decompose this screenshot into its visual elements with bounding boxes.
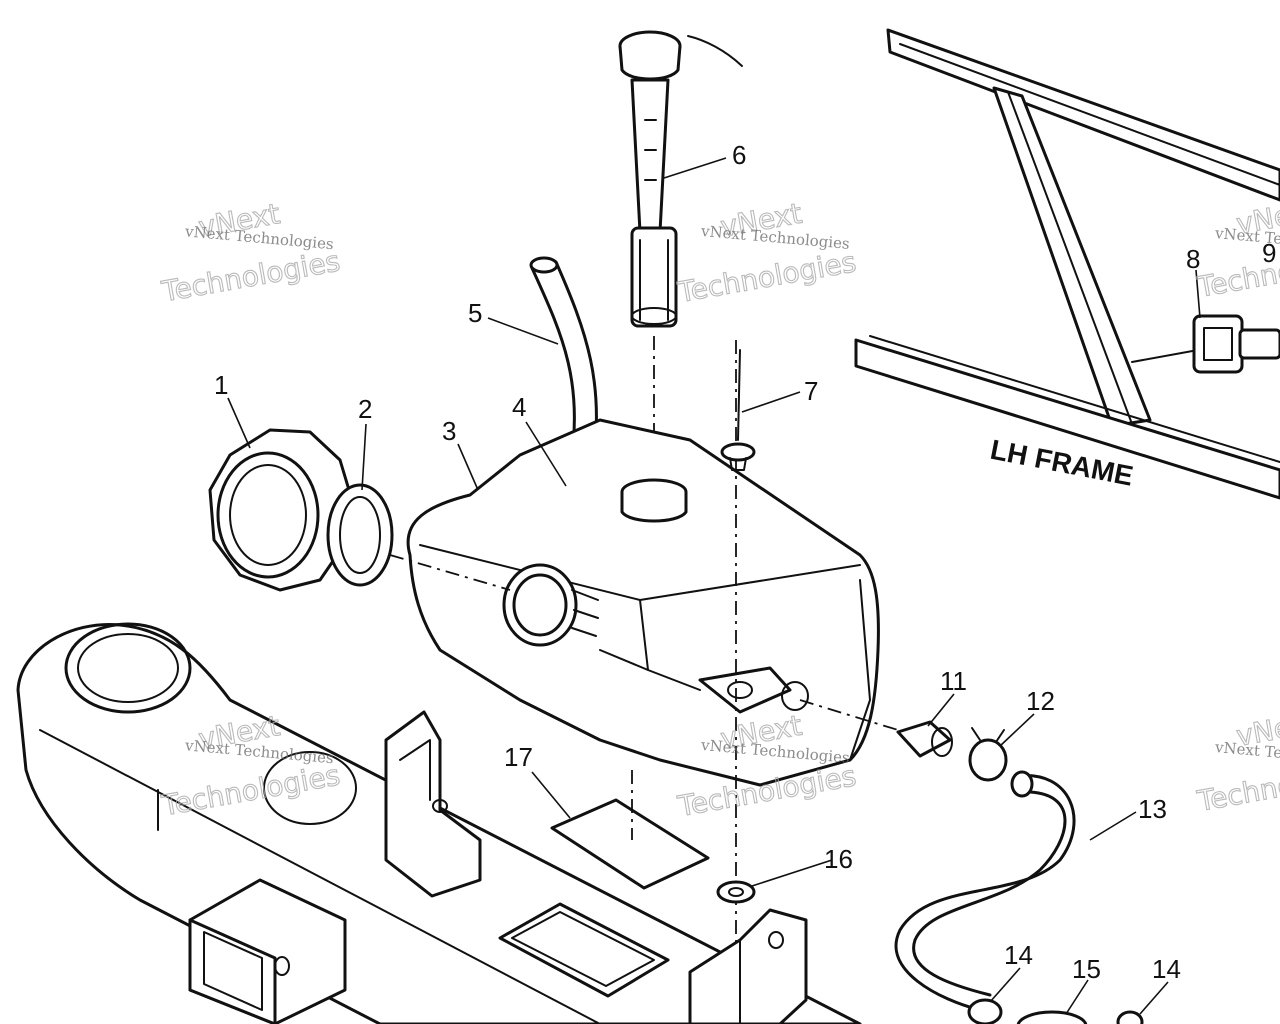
callout-12: 12 bbox=[1026, 686, 1055, 716]
callout-11: 11 bbox=[940, 666, 967, 696]
watermark-1: vNext Technologies vNext Technologies bbox=[158, 197, 343, 309]
watermark-6-line2: Technologies bbox=[1194, 754, 1280, 818]
frame-clamp bbox=[1192, 314, 1280, 374]
oil-tank bbox=[406, 418, 880, 787]
watermark-6-small: vNext Technologies bbox=[1213, 738, 1280, 769]
oil-cap bbox=[208, 428, 354, 592]
tank-pad bbox=[550, 798, 710, 890]
mount-bracket-right bbox=[688, 908, 808, 1024]
washer bbox=[716, 880, 756, 904]
callout-9: 9 bbox=[1262, 238, 1276, 268]
callout-5: 5 bbox=[468, 298, 482, 328]
cap-gasket bbox=[326, 483, 394, 587]
dipstick bbox=[618, 30, 743, 328]
callouts: 1 2 3 4 5 6 7 8 9 11 12 13 14 15 14 16 1… bbox=[214, 140, 1276, 984]
callout-7: 7 bbox=[804, 376, 818, 406]
callout-16: 16 bbox=[824, 844, 853, 874]
receiver-tube bbox=[188, 878, 347, 1024]
callout-3: 3 bbox=[442, 416, 456, 446]
callout-14a: 14 bbox=[1004, 940, 1033, 970]
callout-4: 4 bbox=[512, 392, 526, 422]
mount-bracket-left bbox=[384, 710, 482, 898]
callout-13: 13 bbox=[1138, 794, 1167, 824]
watermark-1-line2: Technologies bbox=[159, 245, 343, 309]
callout-17: 17 bbox=[504, 742, 533, 772]
hose-clamp-12 bbox=[968, 727, 1008, 782]
callout-14b: 14 bbox=[1152, 954, 1181, 984]
hose-clamp-14a bbox=[967, 998, 1003, 1024]
callout-2: 2 bbox=[358, 394, 372, 424]
callout-15: 15 bbox=[1072, 954, 1101, 984]
watermark-6: vNext Technologies vNext Technologies bbox=[1194, 705, 1280, 818]
callout-8: 8 bbox=[1186, 244, 1200, 274]
watermark-2: vNext Technologies vNext Technologies bbox=[674, 196, 859, 309]
drain-rod bbox=[720, 349, 756, 471]
callout-6: 6 bbox=[732, 140, 746, 170]
hose-fitting bbox=[896, 720, 953, 758]
oil-hose bbox=[894, 770, 1076, 1012]
callout-1: 1 bbox=[214, 370, 228, 400]
inline-filter bbox=[1016, 1010, 1088, 1024]
watermark-2-line2: Technologies bbox=[675, 245, 859, 309]
leader-lines bbox=[227, 157, 1201, 1015]
hose-clamp-14b bbox=[1116, 1010, 1144, 1024]
lh-frame bbox=[854, 28, 1280, 500]
